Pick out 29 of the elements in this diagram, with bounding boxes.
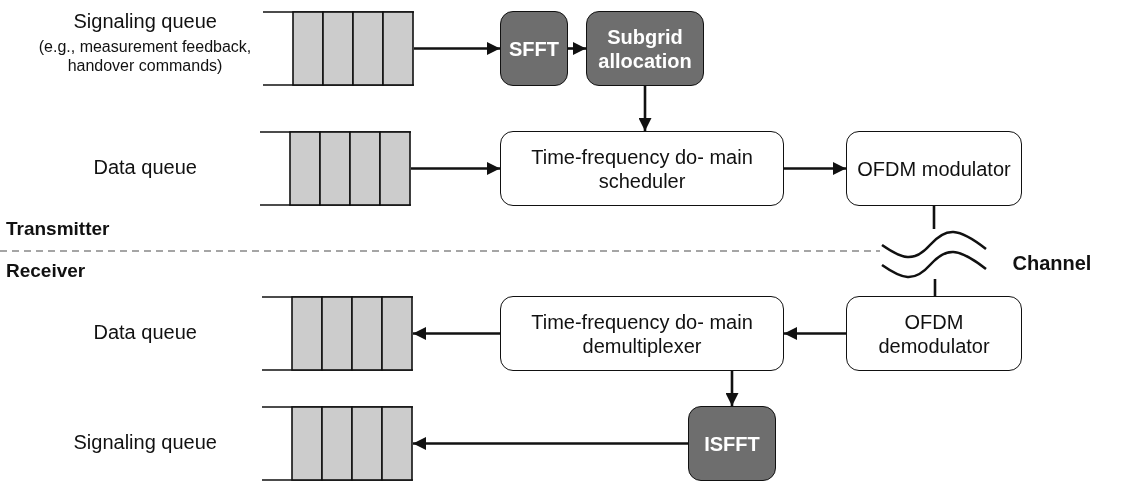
section-label: Transmitter [6,218,110,240]
queue-label: Signaling queue [73,10,217,33]
queue-note: (e.g., measurement feedback, handover commands) [37,37,253,75]
arrow [413,327,500,340]
channel-label: Channel [1012,252,1092,275]
queue [262,296,413,371]
arrow [414,42,500,55]
arrow [413,437,688,450]
arrow [784,327,846,340]
process-box: OFDM demodulator [846,296,1022,371]
process-box: OFDM modulator [846,131,1022,206]
queue [262,406,413,481]
queue [263,11,414,86]
connector-line [932,206,936,229]
arrow [568,42,586,55]
process-box: Time-frequency do- main demultiplexer [500,296,784,371]
arrow [725,371,739,406]
queue [260,131,411,206]
arrow [411,162,500,175]
arrow [784,162,846,175]
process-box: Subgrid allocation [586,11,704,86]
process-box: SFFT [500,11,568,86]
process-box: Time-frequency do- main scheduler [500,131,784,206]
arrow [638,86,652,131]
queue-label: Signaling queue [73,431,217,454]
section-label: Receiver [6,260,86,282]
queue-label: Data queue [93,321,197,344]
queue-label: Data queue [93,156,197,179]
process-box: ISFFT [688,406,776,481]
